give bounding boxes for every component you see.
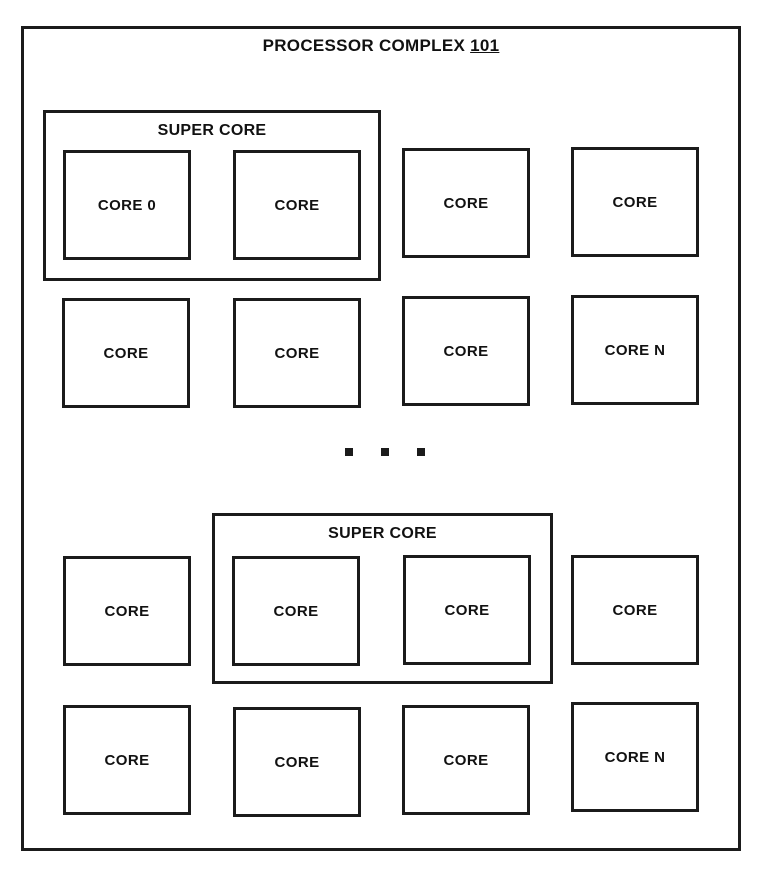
core-box: CORE	[232, 556, 360, 666]
core-label: CORE	[104, 602, 150, 620]
core-box: CORE	[233, 707, 361, 817]
core-box: CORE	[62, 298, 190, 408]
core-box: CORE	[63, 556, 191, 666]
ellipsis-dot	[417, 448, 425, 456]
core-label: CORE	[612, 601, 658, 619]
core-box: CORE	[63, 705, 191, 815]
core-label: CORE	[274, 753, 320, 771]
ellipsis-dot	[345, 448, 353, 456]
core-label: CORE	[612, 193, 658, 211]
core-box: CORE	[402, 148, 530, 258]
title-text: PROCESSOR COMPLEX	[262, 36, 466, 55]
super-core-2-label: SUPER CORE	[328, 525, 437, 542]
core-box: CORE	[233, 150, 361, 260]
core-box: CORE	[402, 705, 530, 815]
core-box-coreN: CORE N	[571, 295, 699, 405]
core-label: CORE	[274, 196, 320, 214]
core-label: CORE N	[604, 341, 666, 359]
ellipsis-dot	[381, 448, 389, 456]
core-label: CORE	[103, 344, 149, 362]
core-label: CORE	[443, 342, 489, 360]
core-label: CORE	[273, 602, 319, 620]
super-core-1-label: SUPER CORE	[157, 122, 267, 139]
core-box: CORE	[571, 555, 699, 665]
core-label: CORE	[104, 751, 150, 769]
core-label: CORE	[444, 601, 490, 619]
core-box-coreN: CORE N	[571, 702, 699, 812]
core-label: CORE	[443, 194, 489, 212]
core-box: CORE	[233, 298, 361, 408]
core-box-core0: CORE 0	[63, 150, 191, 260]
core-box: CORE	[403, 555, 531, 665]
ellipsis-dots	[345, 448, 425, 456]
core-label: CORE N	[604, 748, 666, 766]
core-label: CORE	[274, 344, 320, 362]
core-label: CORE	[443, 751, 489, 769]
core-box: CORE	[571, 147, 699, 257]
title-ref-number: 101	[470, 36, 500, 55]
core-box: CORE	[402, 296, 530, 406]
core-label: CORE 0	[97, 196, 157, 214]
